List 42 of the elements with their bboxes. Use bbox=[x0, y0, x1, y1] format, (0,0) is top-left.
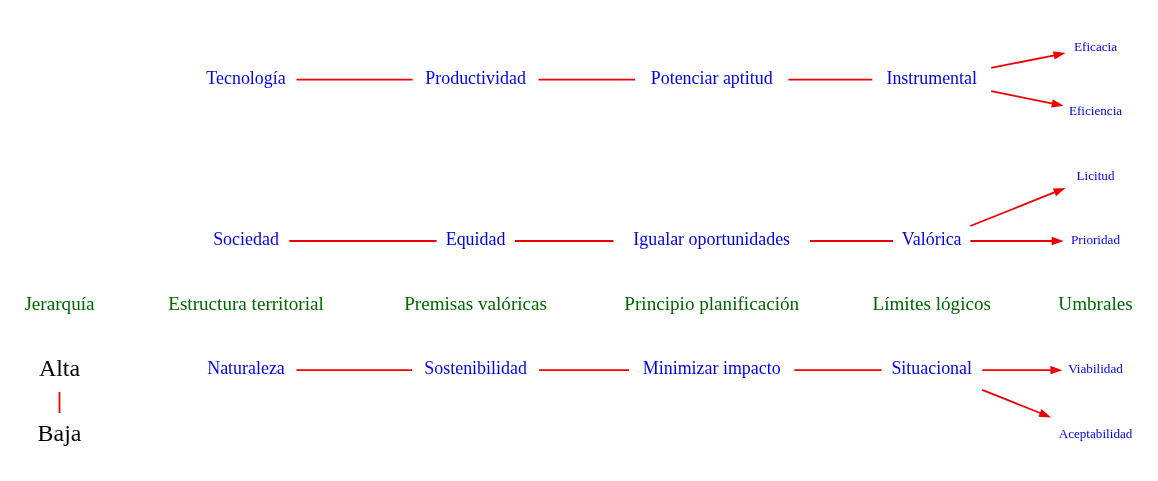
node-text: Igualar oportunidades bbox=[633, 228, 791, 249]
node-text: Instrumental bbox=[886, 67, 978, 88]
connector bbox=[538, 368, 630, 371]
node-text: Baja bbox=[37, 419, 82, 446]
connector bbox=[809, 239, 894, 242]
node-text: Tecnología bbox=[206, 67, 286, 88]
node-text: Potenciar aptitud bbox=[650, 67, 773, 88]
label: Umbrales bbox=[1058, 292, 1133, 314]
arrow bbox=[990, 50, 1066, 69]
label: Jerarquía bbox=[24, 292, 95, 314]
connector bbox=[288, 239, 438, 242]
label: Estructura territorial bbox=[168, 292, 324, 314]
node-text: Eficiencia bbox=[1068, 102, 1123, 118]
node-text: Eficacia bbox=[1074, 38, 1118, 54]
node-text: Sostenibilidad bbox=[424, 357, 527, 378]
connector bbox=[787, 78, 874, 80]
node-text: Sociedad bbox=[213, 228, 279, 249]
connector bbox=[58, 390, 61, 414]
connector bbox=[513, 239, 615, 242]
connector bbox=[537, 78, 636, 80]
arrow bbox=[981, 388, 1052, 417]
connector bbox=[295, 78, 414, 80]
node-text: Productividad bbox=[425, 67, 526, 88]
label: Premisas valóricas bbox=[404, 292, 548, 314]
connector bbox=[793, 368, 883, 371]
node-text: Viabilidad bbox=[1068, 360, 1123, 376]
node-text: Minimizar impacto bbox=[642, 357, 781, 378]
arrow bbox=[969, 187, 1066, 227]
node-text: Licitud bbox=[1076, 167, 1115, 183]
node-text: Valórica bbox=[901, 228, 962, 249]
node-text: Situacional bbox=[891, 357, 973, 378]
label: Límites lógicos bbox=[872, 292, 991, 314]
label: Principio planificación bbox=[624, 292, 800, 314]
node-text: Naturaleza bbox=[207, 357, 285, 378]
connector bbox=[295, 368, 414, 371]
arrow bbox=[990, 89, 1064, 107]
arrow bbox=[969, 236, 1064, 245]
node-text: Alta bbox=[38, 354, 81, 381]
node-text: Aceptabilidad bbox=[1058, 425, 1133, 441]
node-text: Equidad bbox=[445, 228, 506, 249]
node-text: Prioridad bbox=[1071, 231, 1120, 247]
arrow bbox=[981, 365, 1063, 374]
